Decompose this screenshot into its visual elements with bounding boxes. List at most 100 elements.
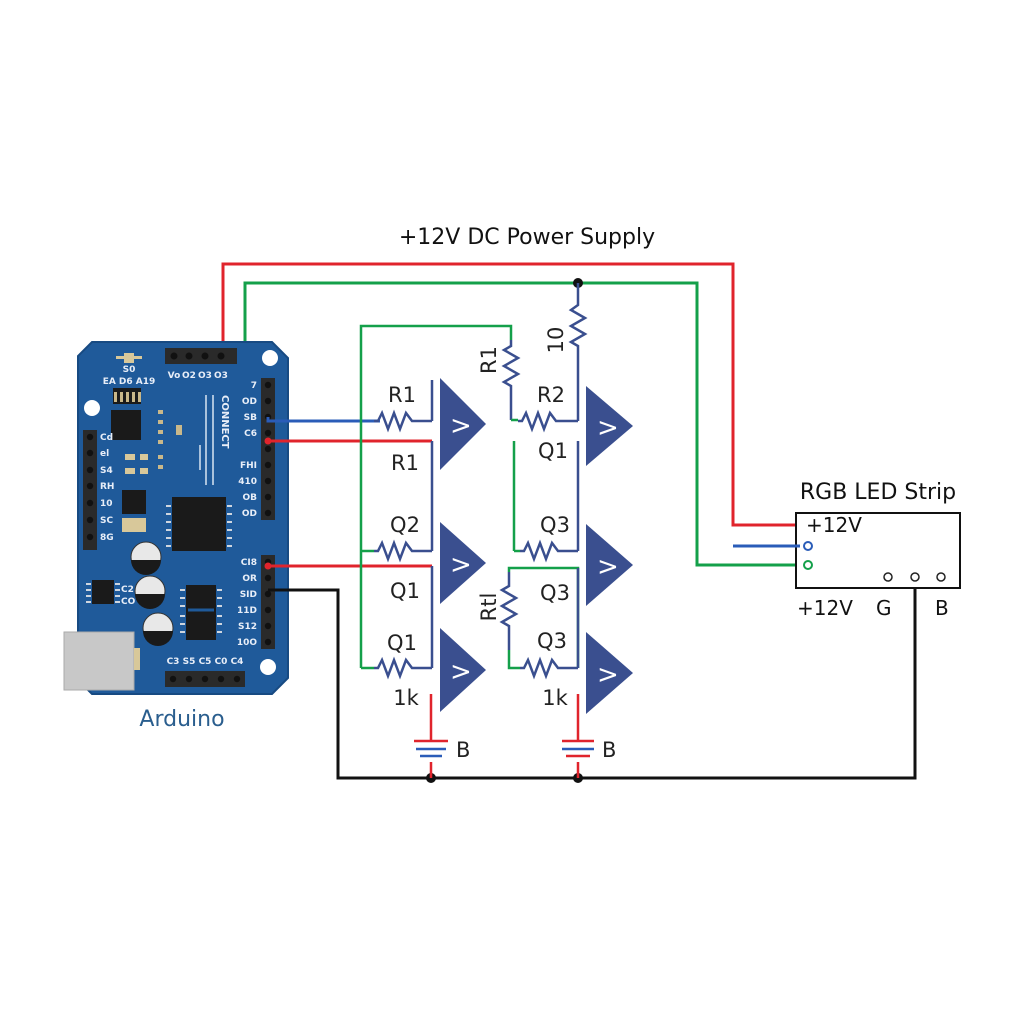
component-label: Q3 <box>540 513 570 537</box>
right-header-label: 7 <box>251 381 257 391</box>
resistor-10 <box>568 283 588 421</box>
led-strip-bottom-label: B <box>935 596 949 620</box>
bottom-header-label: C4 <box>231 657 244 667</box>
svg-text:>: > <box>597 660 619 690</box>
top-header-label: O3 <box>198 371 212 381</box>
component-label: Rtl <box>477 593 501 622</box>
positive-supply-wire <box>221 262 800 527</box>
terminal-pin <box>936 572 946 582</box>
component-label: R2 <box>537 383 565 407</box>
ic-side-text: C2 <box>121 585 134 595</box>
led-strip-bottom-label: +12V <box>797 596 853 620</box>
mounting-hole <box>262 350 278 366</box>
usb-chip <box>111 410 141 440</box>
resistor-q3-lower <box>520 656 578 680</box>
arduino-board: Vo O2 O3 O3 S0 EA D6 A19 CONNECT 7 OD <box>63 341 289 695</box>
arduino-label: Arduino <box>139 707 224 732</box>
right-header-label: 410 <box>238 477 257 487</box>
right-header-label: FHI <box>240 461 257 471</box>
right-header-label: 10O <box>237 638 258 648</box>
component-label: R1 <box>391 451 419 475</box>
right-header-bottom <box>261 555 275 649</box>
top-header-label: O3 <box>214 371 228 381</box>
left-header-label: Cd <box>100 433 113 443</box>
right-header-label: SB <box>244 413 257 423</box>
power-supply-wires <box>219 262 800 567</box>
blue-terminal <box>803 541 813 551</box>
component-label: Q1 <box>390 579 420 603</box>
left-header-label: 8G <box>100 533 114 543</box>
resistor-r2 <box>518 409 578 433</box>
led-strip-bottom-label: G <box>876 596 892 620</box>
led-strip-title: RGB LED Strip <box>800 480 956 505</box>
component-label: 10 <box>544 327 568 354</box>
resistor-r1 <box>374 409 432 433</box>
component-label: Q3 <box>537 629 567 653</box>
small-ic <box>92 580 114 604</box>
buffer-triangle: > <box>586 524 633 606</box>
svg-text:>: > <box>450 657 472 687</box>
top-header-label: O2 <box>182 371 196 381</box>
ic-side-text: CO <box>121 597 136 607</box>
right-header-label: 11D <box>237 606 257 616</box>
buffer-triangle: > <box>440 628 486 712</box>
component-label: 1k <box>542 686 568 710</box>
resistor-q3 <box>520 539 578 563</box>
left-header-label: 10 <box>100 499 113 509</box>
right-header-label: CI8 <box>241 558 257 568</box>
common-black-wire <box>268 576 917 780</box>
led-strip-box <box>733 512 961 589</box>
mounting-hole <box>84 400 100 416</box>
green-rail <box>359 324 513 668</box>
buffer-triangle: > <box>440 378 486 470</box>
svg-text:>: > <box>450 550 472 580</box>
battery-label: B <box>602 738 616 762</box>
blue-signal-wire <box>266 417 380 423</box>
capacitor <box>130 541 162 575</box>
resistor-rtl <box>499 572 519 650</box>
left-header-label: SC <box>100 516 113 526</box>
resistor-r1-vertical <box>501 340 521 420</box>
right-header-label: OB <box>242 493 257 503</box>
green-terminal <box>803 560 813 570</box>
top-header-label: Vo <box>168 371 181 381</box>
right-header-label: C6 <box>244 429 257 439</box>
bottom-header-label: C5 <box>199 657 212 667</box>
driver-column-1 <box>359 324 513 778</box>
left-header-label: S4 <box>100 466 113 476</box>
bottom-header-label: C0 <box>215 657 228 667</box>
bottom-header-label: S5 <box>183 657 196 667</box>
left-header-label: el <box>100 449 109 459</box>
ground-supply-wire <box>243 281 800 567</box>
connect-side-text: CONNECT <box>219 395 230 449</box>
right-header-label: OR <box>242 574 257 584</box>
arduino-signal-wires <box>264 417 917 783</box>
microcontroller-chip <box>172 497 226 551</box>
right-header-label: S12 <box>238 622 257 632</box>
component-label: Q1 <box>387 631 417 655</box>
battery-label: B <box>456 738 470 762</box>
svg-text:>: > <box>597 413 619 443</box>
top-header <box>165 348 237 364</box>
terminal-pin <box>883 572 893 582</box>
led-strip-inner-label: +12V <box>806 513 862 537</box>
dc-power-jack <box>63 631 135 691</box>
crystal <box>122 518 146 532</box>
component-label: R1 <box>388 383 416 407</box>
buffer-triangle: > <box>586 632 633 714</box>
regulator-chip <box>122 490 146 514</box>
mounting-hole <box>260 659 276 675</box>
bottom-header-label: C3 <box>167 657 180 667</box>
capacitor <box>134 575 166 609</box>
svg-text:>: > <box>450 411 472 441</box>
resistor-q2 <box>374 539 432 563</box>
right-header-label: OD <box>242 509 257 519</box>
component-label: R1 <box>477 346 501 374</box>
capacitor <box>142 612 174 646</box>
chip-marking: EA D6 A19 <box>103 377 156 387</box>
component-label: Q3 <box>540 581 570 605</box>
component-label: Q2 <box>390 513 420 537</box>
driver-ic <box>186 585 216 640</box>
right-header-label: OD <box>242 397 257 407</box>
